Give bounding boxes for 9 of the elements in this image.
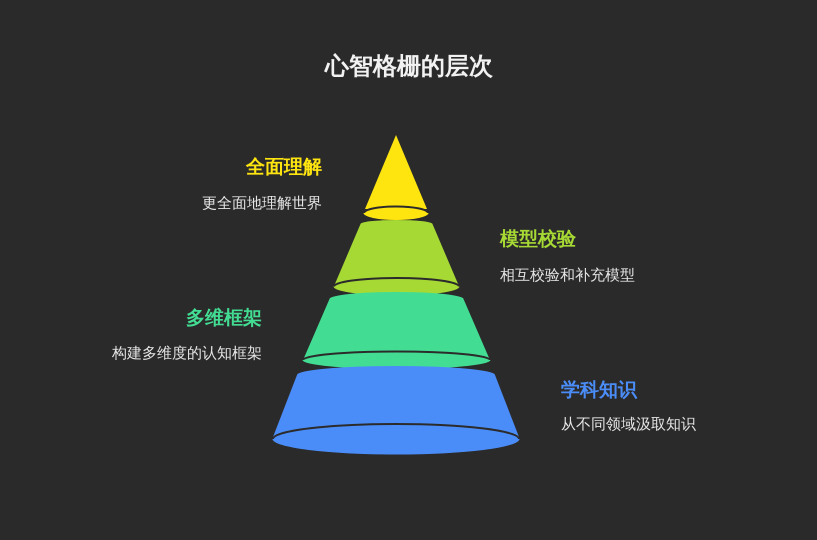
layer-heading: 多维框架 (186, 306, 262, 330)
layer-heading: 学科知识 (561, 378, 637, 402)
layer-description: 构建多维度的认知框架 (112, 344, 262, 362)
layer-description: 相互校验和补充模型 (500, 266, 635, 284)
layer-description: 从不同领域汲取知识 (561, 414, 696, 434)
layer-heading: 全面理解 (246, 155, 322, 179)
layer-heading: 模型校验 (500, 227, 576, 251)
layer-description: 更全面地理解世界 (202, 194, 322, 212)
title: 心智格栅的层次 (325, 51, 493, 82)
